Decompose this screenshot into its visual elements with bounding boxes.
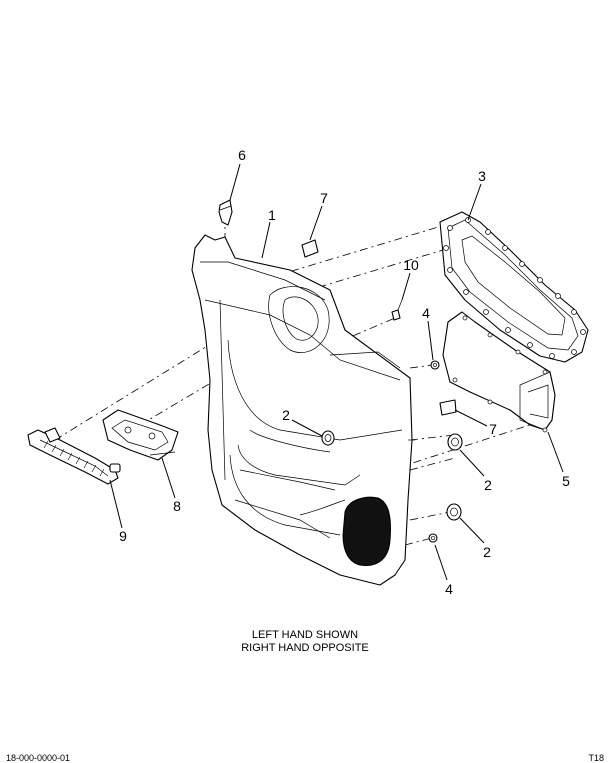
door-trim-panel [191, 234, 415, 586]
label-upper [301, 239, 319, 258]
callout-2-low: 2 [483, 544, 491, 560]
callout-1: 1 [268, 207, 276, 223]
plug-left [321, 430, 335, 446]
label-lower [439, 399, 457, 416]
caption-line-1: LEFT HAND SHOWN [251, 629, 359, 641]
plug-mid [447, 433, 463, 451]
grab-handle [27, 427, 121, 485]
callout-7-upper: 7 [320, 190, 328, 206]
callout-4-lower: 4 [445, 581, 453, 597]
callout-9: 9 [119, 528, 127, 544]
callout-10: 10 [403, 257, 419, 273]
callout-labels: 6 1 7 3 10 4 2 7 2 5 2 4 8 9 [119, 147, 570, 597]
nut-upper [430, 360, 440, 370]
screw-part [391, 299, 403, 321]
callout-4-upper: 4 [422, 305, 430, 321]
callout-8: 8 [173, 498, 181, 514]
footer-drawing-number: 18-000-0000-01 [6, 753, 71, 763]
pull-handle-cup [102, 409, 179, 461]
footer-page-ref: T18 [588, 753, 604, 763]
callout-5: 5 [562, 473, 570, 489]
clip-part [218, 199, 233, 226]
leader-lines [109, 163, 564, 581]
caption-line-2: RIGHT HAND OPPOSITE [241, 642, 369, 654]
callout-3: 3 [478, 168, 486, 184]
nut-lower [428, 533, 438, 543]
callout-2-mid: 2 [484, 477, 492, 493]
callout-7-lower: 7 [489, 421, 497, 437]
callout-6: 6 [238, 147, 246, 163]
water-shield [442, 311, 556, 433]
gasket-frame [439, 211, 589, 363]
callout-2-left: 2 [282, 407, 290, 423]
plug-low [446, 503, 462, 521]
